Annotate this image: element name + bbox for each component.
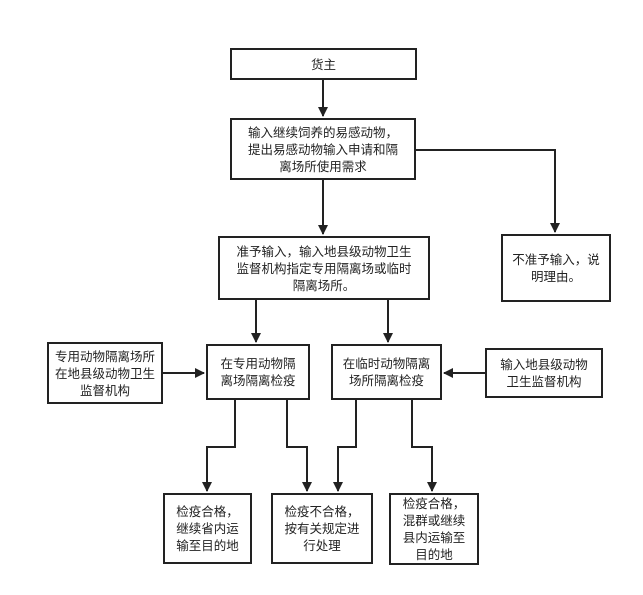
node-dedicated-quarantine: 在专用动物隔离场隔离检疫 xyxy=(206,344,310,400)
node-pass-dedicated-label: 检疫合格，继续省内运输至目的地 xyxy=(176,504,239,553)
node-dedicated-agency-label: 专用动物隔离场所在地县级动物卫生监督机构 xyxy=(55,348,156,398)
node-dedicated-quarantine-label: 在专用动物隔离场隔离检疫 xyxy=(220,356,296,388)
node-fail: 检疫不合格，按有关规定进行处理 xyxy=(271,493,373,564)
arrow-apply-to-deny xyxy=(416,149,560,233)
node-apply-label: 输入继续饲养的易感动物，提出易感动物输入申请和隔离场所使用需求 xyxy=(247,124,398,174)
node-temporary-quarantine-label: 在临时动物隔离场所隔离检疫 xyxy=(342,356,431,388)
node-dedicated-agency: 专用动物隔离场所在地县级动物卫生监督机构 xyxy=(47,342,163,404)
node-approve: 准予输入，输入地县级动物卫生监督机构指定专用隔离场或临时隔离场所。 xyxy=(218,236,430,300)
node-temporary-quarantine: 在临时动物隔离场所隔离检疫 xyxy=(331,344,442,400)
arrow-dedicated-to-pass xyxy=(202,400,236,492)
arrow-temporary-to-fail xyxy=(333,400,357,492)
node-dest-agency-label: 输入地县级动物卫生监督机构 xyxy=(500,357,588,389)
node-pass-temporary-label: 检疫合格，混群或继续县内运输至目的地 xyxy=(402,496,466,562)
node-fail-label: 检疫不合格，按有关规定进行处理 xyxy=(284,504,360,553)
node-pass-dedicated: 检疫合格，继续省内运输至目的地 xyxy=(163,493,252,564)
node-apply: 输入继续饲养的易感动物，提出易感动物输入申请和隔离场所使用需求 xyxy=(230,118,416,180)
arrow-dedicated-to-fail xyxy=(286,400,312,492)
node-deny: 不准予输入，说明理由。 xyxy=(501,234,611,302)
node-deny-label: 不准予输入，说明理由。 xyxy=(512,252,600,284)
node-owner: 货主 xyxy=(230,48,417,80)
node-dest-agency: 输入地县级动物卫生监督机构 xyxy=(485,348,603,398)
node-pass-temporary: 检疫合格，混群或继续县内运输至目的地 xyxy=(389,493,479,565)
arrow-temporary-to-pass xyxy=(411,400,437,492)
node-approve-label: 准予输入，输入地县级动物卫生监督机构指定专用隔离场或临时隔离场所。 xyxy=(236,243,412,293)
node-owner-label: 货主 xyxy=(310,56,336,72)
